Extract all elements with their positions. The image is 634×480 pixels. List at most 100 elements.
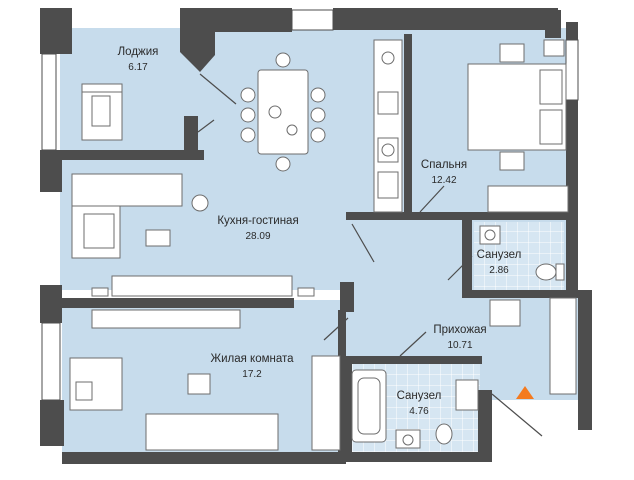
wall-top-notch [180, 8, 215, 72]
room-name: Прихожая [433, 324, 487, 336]
door-living [323, 317, 349, 341]
dining-table [257, 69, 309, 155]
room-name: Кухня-гостиная [217, 215, 299, 227]
bathroom-1-fixtures [479, 225, 565, 281]
bed-pillow [539, 69, 563, 105]
wall-bottom-post [478, 390, 492, 462]
wall-top-right-edge [545, 10, 561, 38]
wardrobe-living [311, 355, 341, 451]
tv-unit [111, 275, 293, 297]
wardrobe [487, 185, 569, 213]
exercise-seat [91, 95, 111, 127]
room-label-hallway: Прихожая 10.71 [420, 323, 500, 352]
shoe-cabinet [489, 299, 521, 327]
loggia-furniture [81, 83, 123, 141]
room-area: 10.71 [447, 339, 473, 351]
room-name: Санузел [476, 249, 522, 261]
sofa-back [71, 173, 183, 207]
dining-chair [310, 107, 326, 123]
door-kitchen [351, 223, 375, 263]
windows [41, 9, 579, 401]
hallway-wardrobe [549, 297, 577, 395]
room-name: Лоджия [117, 46, 159, 58]
sofa-cushion [83, 213, 115, 249]
door-swings [197, 73, 543, 437]
room-label-living-room: Жилая комната 17.2 [200, 352, 304, 381]
kitchen-sink [377, 91, 399, 115]
kitchen-living-furniture [71, 39, 403, 297]
room-label-bedroom: Спальня 12.42 [412, 158, 476, 187]
fridge [377, 171, 399, 199]
wall-left-lower [40, 285, 62, 323]
floor-lamp [191, 194, 209, 212]
wall-bottom-right [345, 452, 485, 462]
coffee-table [145, 229, 171, 247]
dining-chair [275, 52, 291, 68]
wall-bath2-left [346, 356, 352, 456]
desk-chair [75, 381, 93, 401]
wall-top-right [333, 8, 558, 30]
wall-loggia-bottom [62, 150, 204, 160]
door-bath1 [447, 255, 473, 281]
room-label-bathroom-2: Санузел 4.76 [390, 389, 448, 418]
dining-chair [310, 127, 326, 143]
dining-chair [275, 156, 291, 172]
room-area: 17.2 [242, 368, 262, 380]
dining-chair [240, 127, 256, 143]
door-entry [491, 393, 543, 437]
hallway-furniture [489, 297, 577, 395]
window-top [291, 9, 334, 31]
nightstand [499, 43, 525, 63]
room-area: 2.86 [489, 264, 509, 276]
door-loggia [199, 73, 237, 105]
wall-loggia-post [184, 116, 198, 160]
toilet-icon [535, 263, 557, 281]
wall-living-right [338, 310, 346, 458]
room-label-kitchen-living: Кухня-гостиная 28.09 [208, 214, 308, 243]
door-loggia-2 [197, 119, 215, 133]
window-bedroom [565, 39, 579, 101]
room-label-loggia: Лоджия 6.17 [108, 45, 168, 74]
room-name: Спальня [420, 159, 468, 171]
wall-right-lower [578, 290, 592, 430]
bed-pillow [539, 109, 563, 145]
sofa-living [145, 413, 279, 451]
wall-shelf [91, 309, 241, 329]
wall-bedroom-left [404, 34, 412, 216]
room-name: Санузел [396, 390, 442, 402]
wall-left-upper [40, 150, 62, 192]
room-area: 28.09 [245, 230, 271, 242]
bathroom-2-fixtures [351, 369, 479, 449]
wall-living-top [62, 298, 294, 308]
door-bedroom [419, 185, 445, 213]
wall-bottom-left [62, 452, 346, 464]
dining-chair [310, 87, 326, 103]
armchair [187, 373, 211, 395]
room-area: 6.17 [128, 61, 148, 73]
wall-bath2-top [346, 356, 482, 364]
room-name: Жилая комната [210, 353, 294, 365]
stove-icon [381, 51, 395, 65]
door-bath2 [399, 331, 427, 357]
wall-bath1-left [462, 220, 472, 296]
walls [40, 8, 592, 464]
wall-bath1-bottom [462, 290, 578, 298]
window-living [41, 322, 61, 401]
wall-top-left [40, 8, 72, 54]
bedroom-furniture [467, 39, 569, 213]
dining-chair [240, 107, 256, 123]
window-loggia [41, 53, 57, 151]
wall-living-post [340, 282, 354, 312]
room-label-bathroom-1: Санузел 2.86 [470, 248, 528, 277]
entry-arrow-icon [516, 386, 534, 399]
room-area: 4.76 [409, 405, 429, 417]
toilet-icon [435, 423, 453, 445]
cabinet [455, 379, 479, 411]
nightstand [499, 151, 525, 171]
dining-chair [240, 87, 256, 103]
wall-bedroom-bottom [346, 212, 578, 220]
bedroom-chair [543, 39, 565, 57]
room-area: 12.42 [431, 174, 457, 186]
living-room-furniture [69, 309, 341, 451]
